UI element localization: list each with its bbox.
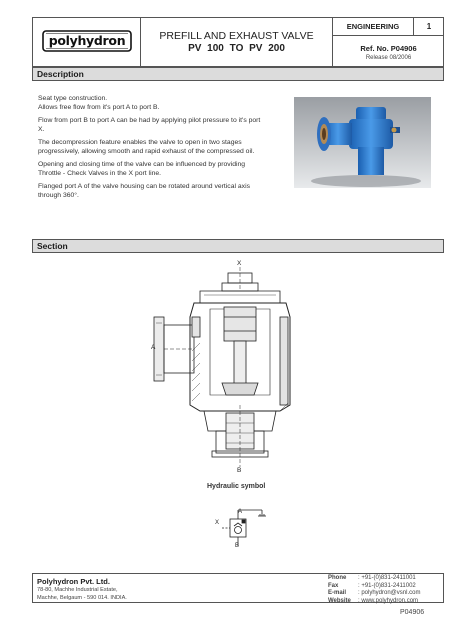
release-date: Release 08/2006 [365,55,412,61]
title-line-2: PV 100 TO PV 200 [188,43,285,54]
desc-paragraph: Flanged port A of the valve housing can … [38,183,250,199]
desc-paragraph: Flow from port B to port A can be had by… [38,117,261,133]
title-line-1: PREFILL AND EXHAUST VALVE [159,30,314,42]
section-port-b-label: B [237,467,242,474]
fax-value: : +91-(0)831-2411002 [358,582,416,589]
description-text: Seat type construction. Allows free flow… [38,95,262,205]
section-bar [32,239,444,253]
logo-text: polyhydron [48,33,126,48]
fax-label: Fax [328,582,339,589]
hydraulic-port-a-label: A [238,509,243,515]
page-number: 1 [426,22,432,31]
contact-block: Phone : +91-(0)831-2411001 Fax : +91-(0)… [328,575,442,605]
hydraulic-port-x-label: X [215,520,220,526]
header-frame [32,17,444,67]
phone-label: Phone [328,575,347,581]
website-row: Website : www.polyhydron.com [328,598,442,606]
fax-row: Fax : +91-(0)831-2411002 [328,583,442,591]
address-line-2: Machhe, Belgaum - 590 014. INDIA. [37,595,127,601]
hydraulic-port-b-label: B [235,543,240,549]
header-divider-4 [413,17,414,35]
section-drawing [130,255,350,475]
email-row: E-mail : polyhydron@vsnl.com [328,590,442,598]
website-label: Website [328,597,351,604]
email-label: E-mail [328,590,347,596]
company-logo: polyhydron [42,30,132,52]
hydraulic-symbol-label: Hydraulic symbol [207,483,266,490]
phone-value: : +91-(0)831-2411001 [358,575,416,581]
header-divider-1 [140,17,141,67]
description-bar [32,67,444,81]
category-label: ENGINEERING [346,22,400,31]
section-port-x-label: X [237,260,242,267]
section-heading: Section [37,241,68,251]
address-line-1: 78-80, Machhe Industrial Estate, [37,587,118,593]
document-code: P04906 [400,609,425,616]
website-value[interactable]: : www.polyhydron.com [358,597,419,604]
product-photo [294,97,431,188]
hydraulic-symbol [216,506,276,550]
header-divider-3 [332,35,444,36]
document-title: PREFILL AND EXHAUST VALVE PV 100 TO PV 2… [141,30,332,55]
section-port-a-label: A [151,344,156,351]
desc-paragraph: The decompression feature enables the va… [38,139,255,155]
desc-paragraph: Seat type construction. Allows free flow… [38,95,160,111]
header-divider-2 [332,17,333,67]
phone-row: Phone : +91-(0)831-2411001 [328,575,442,583]
company-name: Polyhydron Pvt. Ltd. [37,577,110,586]
footer-frame [32,573,444,603]
description-heading: Description [37,69,84,79]
desc-paragraph: Opening and closing time of the valve ca… [38,161,246,177]
reference-number: Ref. No. P04906 [360,44,417,53]
email-value[interactable]: : polyhydron@vsnl.com [358,590,421,596]
